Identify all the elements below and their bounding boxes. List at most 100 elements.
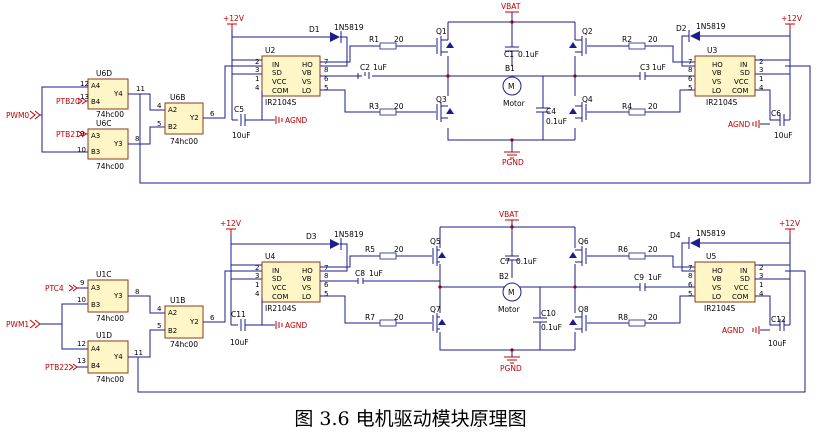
res-r2: R2 20 xyxy=(622,35,658,50)
u2-num-8: 8 xyxy=(324,66,328,74)
u5-pin-ho: HO xyxy=(712,267,723,275)
agnd-left-bottom-label: AGND xyxy=(285,321,307,330)
res-r6: R6 20 xyxy=(618,245,658,260)
u6d-num-a: 12 xyxy=(80,80,89,88)
u6c-pin-a: A3 xyxy=(91,132,100,140)
c9-value: 1uF xyxy=(648,273,662,282)
u1b-num-b: 5 xyxy=(157,322,161,330)
u6c-pin-b: B3 xyxy=(91,148,100,156)
vbat-label: VBAT xyxy=(501,2,521,11)
u3-num-2: 2 xyxy=(759,58,763,66)
cap-c3: C3 1uF xyxy=(640,63,666,72)
u3-pin-vcc: VCC xyxy=(734,78,749,86)
u4-num-8: 8 xyxy=(324,272,328,280)
figure-caption: 图 3.6 电机驱动模块原理图 xyxy=(294,408,527,430)
q3-ref: Q3 xyxy=(436,95,447,104)
u1c-pin-b: B3 xyxy=(91,301,100,309)
c10-ref: C10 xyxy=(541,309,556,318)
pgnd-bottom-label: PGND xyxy=(500,364,522,373)
mosfet-q3: Q3 xyxy=(418,95,454,122)
v12-left-bottom: +12V xyxy=(220,219,242,235)
u5-pin-vcc: VCC xyxy=(734,284,749,292)
u5-num-5: 5 xyxy=(688,290,692,298)
u6b-ref: U6B xyxy=(170,93,185,102)
c4-value: 0.1uF xyxy=(546,117,567,126)
res-r5: R5 20 xyxy=(365,245,404,260)
r1-ref: R1 xyxy=(369,35,379,44)
u3-num-5: 5 xyxy=(688,84,692,92)
cap-c9: C9 1uF xyxy=(634,273,662,282)
d3-part: 1N5819 xyxy=(334,230,364,239)
ptc4-port: PTC4 xyxy=(45,284,78,293)
mosfet-q5: Q5 xyxy=(430,237,446,266)
res-r8: R8 20 xyxy=(618,313,658,327)
c8-ref: C8 xyxy=(355,269,365,278)
u4-pin-in: IN xyxy=(272,267,279,275)
c6-ref: C6 xyxy=(771,109,781,118)
u3-num-6: 6 xyxy=(688,75,693,83)
u6b-pin-y: Y2 xyxy=(189,114,199,122)
u6c-num-a: 9 xyxy=(80,130,84,138)
agnd-right-bottom-label: AGND xyxy=(722,326,744,335)
u4-ref: U4 xyxy=(265,252,275,261)
driver-u3: U3 HO VB VS LO IN SD VCC COM 7 8 6 5 2 3… xyxy=(688,46,764,107)
pwm1-port: PWM1 xyxy=(6,319,41,329)
u1b-part: 74hc00 xyxy=(170,340,198,349)
u1b-pin-a: A2 xyxy=(168,309,177,317)
r2-ref: R2 xyxy=(622,35,632,44)
c2-ref: C2 xyxy=(360,63,370,72)
cap-c4: C4 0.1uF xyxy=(536,76,567,140)
u6c-num-b: 10 xyxy=(77,146,86,154)
mosfet-q8: Q8 xyxy=(569,305,605,333)
diode-d1: D1 1N5819 xyxy=(309,23,364,67)
u5-num-7: 7 xyxy=(688,264,692,272)
u5-num-8: 8 xyxy=(688,272,692,280)
b1-ref: B1 xyxy=(505,64,515,73)
u6b-pin-a: A2 xyxy=(168,106,177,114)
d2-part: 1N5819 xyxy=(696,22,726,31)
c10-value: 0.1uF xyxy=(541,323,562,332)
diode-d3: D3 1N5819 xyxy=(306,230,364,272)
u6c-part: 74hc00 xyxy=(96,162,124,171)
mosfet-q4: Q4 xyxy=(569,95,605,122)
u6c-num-y: 8 xyxy=(135,135,139,143)
ptc4-label: PTC4 xyxy=(45,284,64,293)
driver-u5: U5 HO VB VS LO IN SD VCC COM 7 8 6 5 2 3… xyxy=(688,252,764,313)
mosfet-q2: Q2 xyxy=(569,27,605,56)
u6d-num-y: 11 xyxy=(136,85,145,93)
c4-ref: C4 xyxy=(546,107,556,116)
u3-num-4: 4 xyxy=(759,84,764,92)
u3-pin-vb: VB xyxy=(712,69,722,77)
u6b-pin-b: B2 xyxy=(168,123,177,131)
cap-c11: C11 10uF xyxy=(230,298,263,347)
c1-ref: C1 xyxy=(504,50,514,59)
u2-pin-lo: LO xyxy=(302,87,312,95)
motor-b1: M B1 Motor xyxy=(502,64,526,108)
d3-ref: D3 xyxy=(306,232,317,241)
u3-num-7: 7 xyxy=(688,58,692,66)
pwm0-port: PWM0 xyxy=(6,110,41,120)
r5-value: 20 xyxy=(394,245,404,254)
u3-pin-in: IN xyxy=(740,61,747,69)
u5-pin-vs: VS xyxy=(712,284,722,292)
u1c-num-a: 9 xyxy=(80,279,84,287)
u1d-pin-a: A4 xyxy=(91,345,101,353)
u1c-num-b: 10 xyxy=(77,296,86,304)
u6d-ref: U6D xyxy=(96,69,112,78)
r4-value: 20 xyxy=(648,102,658,111)
q6-ref: Q6 xyxy=(578,237,589,246)
u5-pin-vb: VB xyxy=(712,275,722,283)
cap-c1: C1 0.1uF xyxy=(504,22,539,66)
u1b-num-a: 4 xyxy=(157,305,162,313)
r2-value: 20 xyxy=(648,35,658,44)
r7-ref: R7 xyxy=(365,313,375,322)
diode-d4: D4 1N5819 xyxy=(670,229,790,272)
u4-num-7: 7 xyxy=(324,264,328,272)
v12-right-top: +12V xyxy=(781,14,803,30)
u4-pin-ho: HO xyxy=(302,267,313,275)
r6-ref: R6 xyxy=(618,245,628,254)
driver-u4: U4 IN SD VCC COM HO VB VS LO 2 3 1 4 7 8… xyxy=(255,252,329,313)
c12-value: 10uF xyxy=(768,339,787,348)
r5-ref: R5 xyxy=(365,245,375,254)
cap-c10: C10 0.1uF xyxy=(533,287,562,350)
